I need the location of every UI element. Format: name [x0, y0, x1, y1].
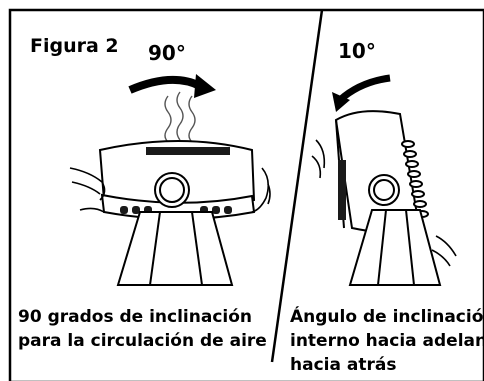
right-caption-line-1: Ángulo de inclinación: [290, 305, 484, 327]
divider-line: [270, 9, 324, 363]
figure-title: Figura 2: [30, 35, 119, 57]
right-angle-label: 10°: [338, 39, 376, 63]
rotation-arrow-left: [128, 74, 216, 98]
right-caption-line-2: interno hacia adelante/: [290, 331, 484, 351]
airflow-lines: [164, 91, 196, 143]
left-angle-label: 90°: [148, 41, 186, 65]
heater-left: [98, 140, 256, 286]
figure-border: [8, 8, 484, 381]
hands-right: [311, 139, 457, 267]
heater-right: [334, 110, 442, 286]
hands-left: [69, 167, 271, 213]
rotation-arrow-right: [332, 74, 391, 112]
left-caption-line-2: para la circulación de aire: [18, 331, 267, 351]
right-caption-line-3: hacia atrás: [290, 355, 396, 375]
left-caption-line-1: 90 grados de inclinación: [18, 307, 252, 327]
